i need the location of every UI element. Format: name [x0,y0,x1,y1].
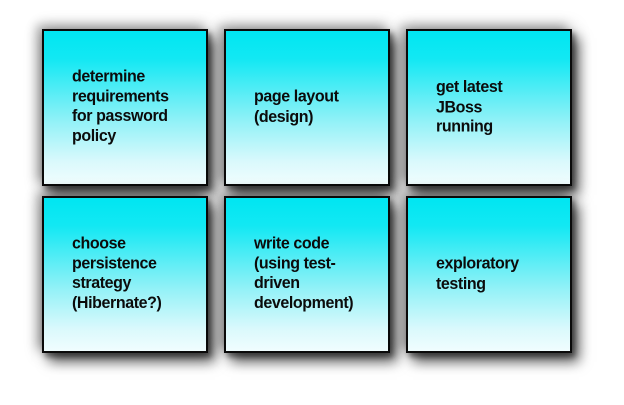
task-card-page-layout[interactable]: page layout (design) [224,29,390,186]
task-card-password-policy[interactable]: determine requirements for password poli… [42,29,208,186]
task-card-jboss-running[interactable]: get latest JBoss running [406,29,572,186]
sticky-note-board: determine requirements for password poli… [42,29,572,353]
task-card-text: page layout (design) [254,87,339,126]
task-card-text: determine requirements for password poli… [72,68,169,146]
task-card-persistence-strategy[interactable]: choose persistence strategy (Hibernate?) [42,196,208,353]
task-card-text: get latest JBoss running [436,78,503,136]
task-card-exploratory-testing[interactable]: exploratory testing [406,196,572,353]
task-card-text: write code (using test- driven developme… [254,235,354,313]
task-card-text: choose persistence strategy (Hibernate?) [72,235,162,313]
task-card-write-code-tdd[interactable]: write code (using test- driven developme… [224,196,390,353]
task-card-text: exploratory testing [436,254,519,293]
